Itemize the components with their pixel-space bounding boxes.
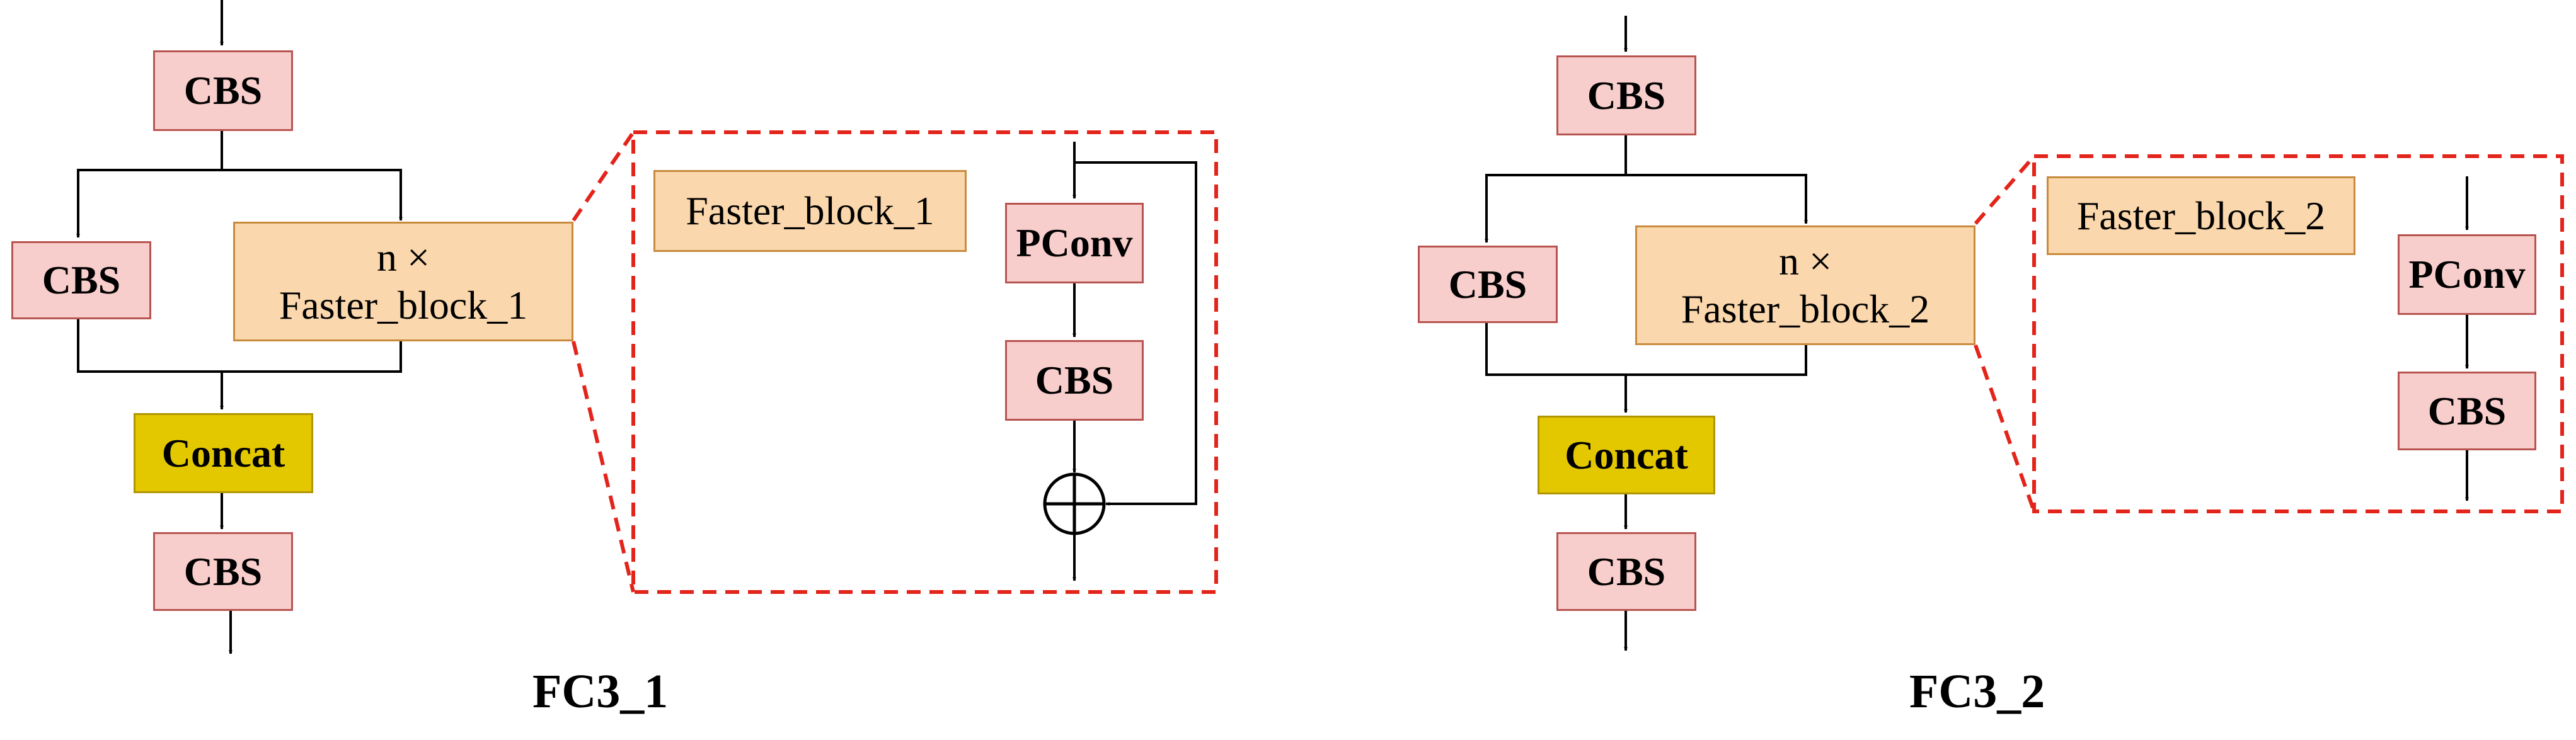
fc3-2-cbs-top: CBS: [1556, 55, 1696, 135]
fc3-2-caption: FC3_2: [1909, 665, 2045, 718]
fc3-2-detail-pconv: PConv: [2398, 234, 2536, 315]
fc3-2-cbs-bottom: CBS: [1556, 532, 1696, 611]
fc3-1-repeat-count: n ×: [376, 235, 430, 280]
fc3-1-cbs-bottom: CBS: [153, 532, 293, 611]
fc3-1-caption: FC3_1: [532, 665, 669, 718]
fc3-1-cbs-left: CBS: [11, 241, 151, 319]
fc3-2-detail-title: Faster_block_2: [2047, 176, 2355, 255]
fc3-2-left-merge: [1485, 323, 1626, 376]
fc3-2-detail-cbs: CBS: [2398, 372, 2536, 450]
fc3-1-zoom-line-top: [572, 131, 635, 222]
fc3-2-zoom-line-bottom: [1974, 344, 2036, 512]
fc3-2-concat: Concat: [1538, 416, 1715, 494]
fc3-1-detail-outline: [572, 130, 1218, 594]
fc3-1-faster-block-repeat: n × Faster_block_1: [233, 222, 573, 341]
fc3-2-detail-outline: [1974, 154, 2564, 513]
fc3-1-detail-title: Faster_block_1: [653, 170, 967, 252]
fc3-1-detail-pconv: PConv: [1005, 203, 1144, 283]
fc3-2-repeat-count: n ×: [1778, 239, 1832, 284]
fc3-2-zoom-line-top: [1974, 155, 2036, 225]
fc3-1-detail-connections: [1043, 142, 1197, 581]
fc3-1-residual-skip: [1074, 161, 1197, 506]
fc3-1-left-merge: [77, 319, 222, 373]
fc3-1-zoom-line-bottom: [572, 341, 635, 593]
fc3-1-connections: [76, 0, 403, 654]
fc3-2-right-merge: [1626, 345, 1807, 376]
fc3-1-right-merge: [222, 341, 402, 373]
fc3-2-faster-block-repeat: n × Faster_block_2: [1635, 225, 1975, 345]
fc3-2-detail-border: [2032, 154, 2564, 513]
fc3-1-repeat-block-name: Faster_block_1: [279, 283, 528, 327]
fc3-2-cbs-left: CBS: [1418, 246, 1558, 323]
fc3-2-repeat-block-name: Faster_block_2: [1681, 287, 1930, 331]
fc3-1-detail-cbs: CBS: [1005, 340, 1144, 421]
fc3-1-concat: Concat: [134, 413, 313, 493]
fc3-1-cbs-top: CBS: [153, 50, 293, 131]
fc3-2-connections: [1485, 16, 1808, 651]
